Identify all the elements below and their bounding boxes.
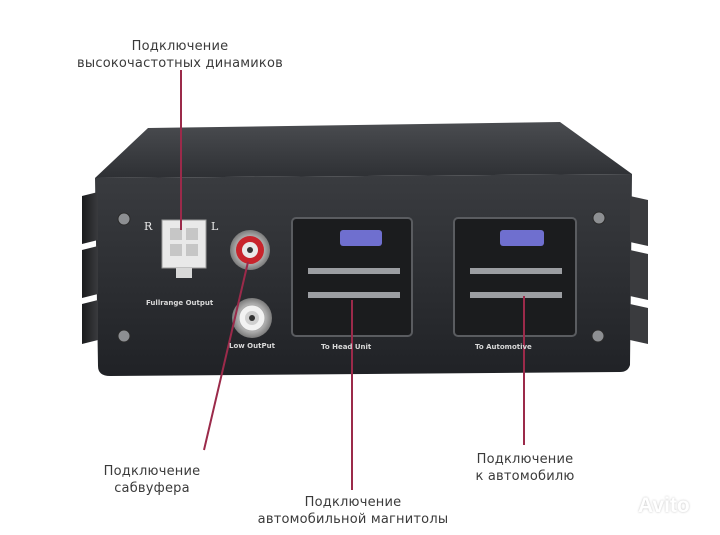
label-low-output: Low OutPut xyxy=(229,342,275,350)
label-r: R xyxy=(144,220,153,233)
avito-watermark-text: Avito xyxy=(638,494,690,517)
left-heatsink-fins xyxy=(82,192,98,344)
device-top xyxy=(95,122,632,178)
leader-lines xyxy=(180,70,525,490)
caption-tweeter-connection: Подключение высокочастотных динамиков xyxy=(77,39,283,71)
caption-car-connection: Подключение к автомобилю xyxy=(475,452,575,484)
automotive-connector xyxy=(453,217,577,337)
screws xyxy=(117,211,606,343)
rca-red-jack xyxy=(230,230,270,270)
label-l: L xyxy=(211,220,219,233)
right-heatsink-fins xyxy=(630,196,648,344)
caption-subwoofer-connection: Подключение сабвуфера xyxy=(103,464,201,496)
caption-head-unit-connection: Подключение автомобильной магнитолы xyxy=(257,495,449,527)
label-to-automotive: To Automotive xyxy=(475,343,532,351)
fullrange-connector xyxy=(161,219,207,278)
rca-white-jack xyxy=(232,298,272,338)
label-fullrange-output: Fullrange Output xyxy=(146,299,214,307)
avito-watermark: Avito xyxy=(612,494,690,518)
label-to-head-unit: To Head Unit xyxy=(321,343,372,351)
avito-logo-icon xyxy=(615,498,632,515)
